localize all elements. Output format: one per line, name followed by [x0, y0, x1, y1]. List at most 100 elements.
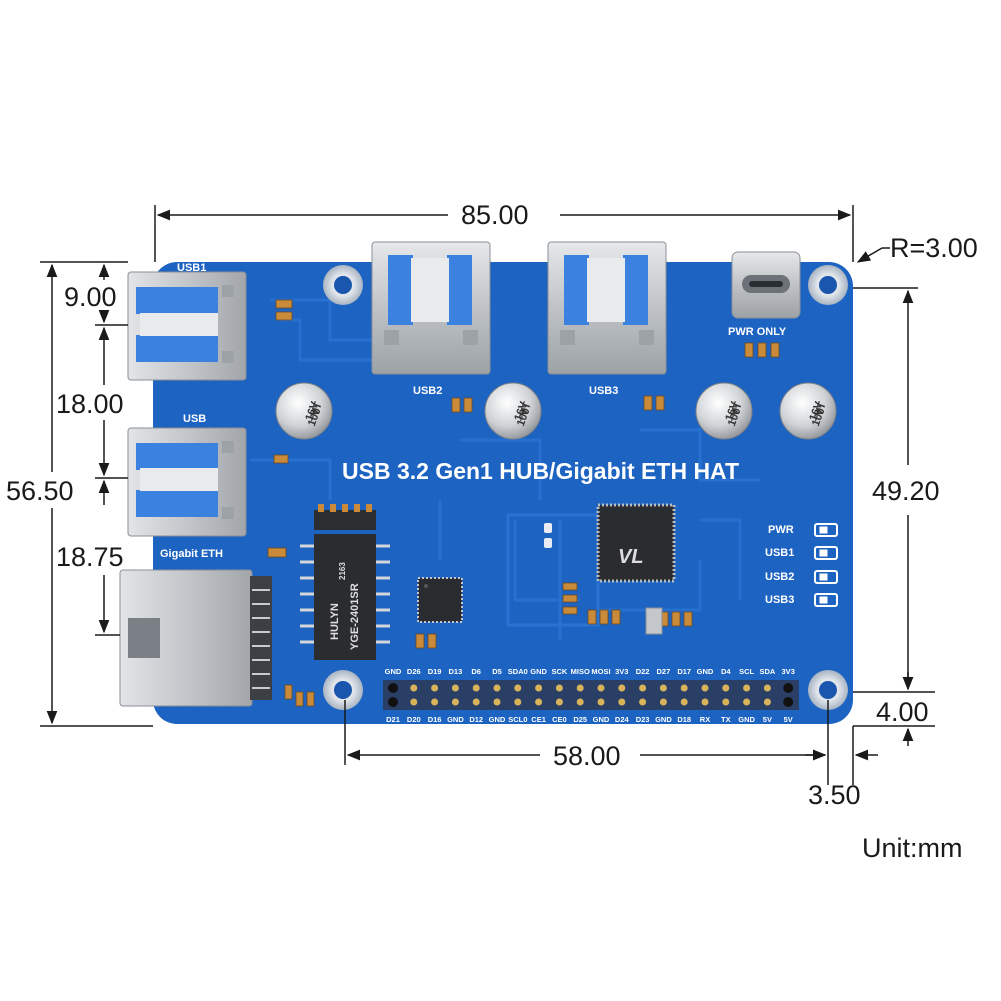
capacitor-series: VT [309, 400, 325, 418]
led-label-usb1: USB1 [765, 547, 794, 559]
usb2-port [371, 241, 491, 375]
transformer-brand: HULYN [329, 603, 341, 640]
usbc-power-port [731, 251, 801, 319]
capacitor-value: 100 [810, 407, 828, 428]
usb1-port [127, 271, 247, 381]
gpio-label: SDA0 [508, 667, 528, 676]
gpio-label: D26 [407, 667, 421, 676]
capacitor: 100 16V VT [695, 382, 753, 440]
gpio-pin [472, 684, 480, 692]
gpio-pin [763, 698, 771, 706]
smd-components [267, 299, 780, 707]
dim-eth-offset: 18.75 [56, 542, 124, 572]
ethernet-transformer-chip: HULYN YGE-2401SR 2163 [300, 534, 390, 660]
gpio-label: D16 [428, 715, 442, 724]
gpio-pin [514, 698, 522, 706]
gpio-pin [743, 698, 751, 706]
gpio-label: SCL [739, 667, 754, 676]
eth-label: Gigabit ETH [160, 548, 223, 560]
gpio-pin [722, 698, 730, 706]
gpio-pin [701, 698, 709, 706]
gpio-pin [701, 684, 709, 692]
gpio-header-body [383, 680, 799, 710]
gpio-pin [680, 684, 688, 692]
capacitor: 100 16V VT [779, 382, 837, 440]
ethernet-port [119, 569, 272, 707]
led-label-usb3: USB3 [765, 594, 794, 606]
gpio-pin [431, 698, 439, 706]
gpio-label: D25 [573, 715, 587, 724]
gpio-pin [493, 698, 501, 706]
transformer-model: YGE-2401SR [349, 583, 361, 650]
dim-radius: R=3.00 [890, 233, 978, 263]
usb-port [127, 427, 247, 537]
gpio-pin [576, 684, 584, 692]
gpio-pin [493, 684, 501, 692]
gpio-label: D6 [471, 667, 481, 676]
gpio-pin [597, 684, 605, 692]
via-pair [544, 523, 552, 548]
gpio-label: D5 [492, 667, 502, 676]
gpio-pin [783, 697, 794, 707]
gpio-label: GND [738, 715, 755, 724]
dim-height: 56.50 [6, 476, 74, 506]
capacitor-series: VT [729, 400, 745, 418]
gpio-label: 5V [784, 715, 793, 724]
gpio-pin [472, 698, 480, 706]
dim-usb1-offset: 9.00 [64, 282, 117, 312]
gpio-label: D17 [677, 667, 691, 676]
gpio-pin [535, 698, 543, 706]
gpio-label: GND [530, 667, 547, 676]
gpio-label: MOSI [591, 667, 610, 676]
gpio-label: D4 [721, 667, 731, 676]
gpio-label: CE1 [531, 715, 546, 724]
gpio-pin [743, 684, 751, 692]
usb2-label: USB2 [413, 385, 442, 397]
gpio-label: 5V [763, 715, 772, 724]
gpio-label: SCL0 [508, 715, 527, 724]
gpio-label: 3V3 [782, 667, 795, 676]
capacitor-value: 100 [306, 407, 324, 428]
led-indicators: PWR USB1 USB2 USB3 [765, 523, 838, 607]
capacitor-series: VT [813, 400, 829, 418]
gpio-pin [410, 698, 418, 706]
dim-hole-vertical: 49.20 [872, 476, 940, 506]
gpio-pin [659, 684, 667, 692]
gpio-pin [576, 698, 584, 706]
gpio-pin [597, 698, 605, 706]
led-label-usb2: USB2 [765, 571, 794, 583]
mount-hole-bottom-right [808, 670, 848, 710]
gpio-pin [763, 684, 771, 692]
gpio-pin [410, 684, 418, 692]
gpio-pin [722, 684, 730, 692]
gpio-label: D19 [428, 667, 442, 676]
crystal [645, 607, 663, 635]
gpio-label: D23 [636, 715, 650, 724]
dim-width: 85.00 [461, 200, 529, 230]
board-title: USB 3.2 Gen1 HUB/Gigabit ETH HAT [342, 458, 739, 484]
gpio-pin [680, 698, 688, 706]
gpio-pin [618, 684, 626, 692]
gpio-label: 3V3 [615, 667, 628, 676]
gpio-pin [618, 698, 626, 706]
gpio-pin [555, 684, 563, 692]
gpio-label: D12 [469, 715, 483, 724]
gpio-label: D22 [636, 667, 650, 676]
gpio-label: D18 [677, 715, 691, 724]
gpio-label: CE0 [552, 715, 567, 724]
mount-hole-top-right [808, 265, 848, 305]
usb3-label: USB3 [589, 385, 618, 397]
gpio-label: D24 [615, 715, 630, 724]
gpio-label: GND [697, 667, 714, 676]
gpio-label: SDA [759, 667, 775, 676]
gpio-label: GND [593, 715, 610, 724]
gpio-pin [388, 683, 398, 693]
mount-hole-top-left [323, 265, 363, 305]
usb1-label: USB1 [177, 262, 206, 274]
hub-chip-logo: VL [618, 546, 644, 568]
gpio-label: D27 [657, 667, 671, 676]
gpio-pin [639, 684, 647, 692]
